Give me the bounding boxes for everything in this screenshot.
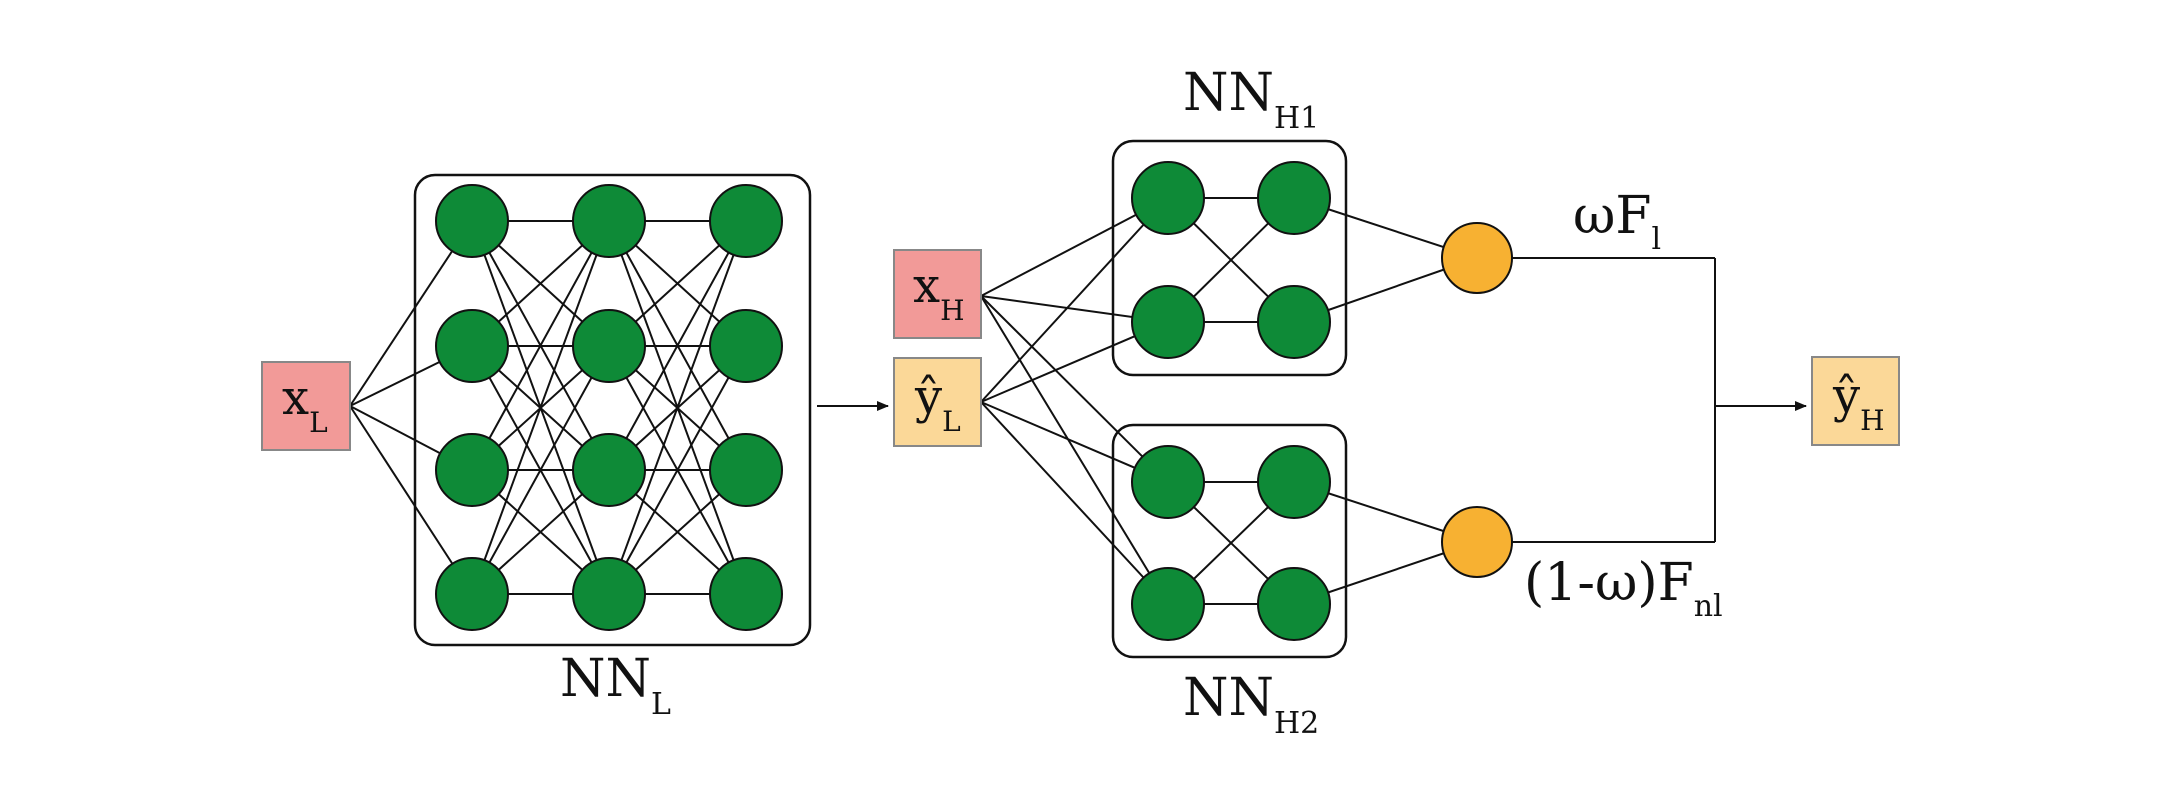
neurons: [435, 161, 1513, 641]
nn-l-neuron-2-0: [709, 184, 783, 258]
svg-text:xH: xH: [913, 258, 965, 327]
nn-l-neuron-1-2: [572, 433, 646, 507]
nn-l-label: NNL: [560, 649, 671, 722]
nn-l-neuron-1-1: [572, 309, 646, 383]
nn-h2-label: NNH2: [1183, 668, 1319, 741]
nn-h2-neuron-1-0: [1257, 445, 1331, 519]
nn-h2-neuron-0-0: [1131, 445, 1205, 519]
nn-h1-neuron-1-1: [1257, 285, 1331, 359]
nn-h1-label: NNH1: [1183, 63, 1319, 136]
edge-nnl-internal: [471, 345, 610, 595]
nonlinear-term-label: (1-ω)Fnl: [1524, 553, 1723, 624]
nn-l-neuron-0-2: [435, 433, 509, 507]
y-h-sub: H: [1860, 404, 1884, 437]
nn-l-neuron-1-0: [572, 184, 646, 258]
y-l-sub: L: [942, 405, 961, 438]
nn-h1-neuron-1-0: [1257, 161, 1331, 235]
nn-l-neuron-2-1: [709, 309, 783, 383]
edge-xl-to-nnl: [349, 405, 473, 595]
nn-l-neuron-0-1: [435, 309, 509, 383]
merge-neuron-linear: [1441, 222, 1513, 294]
y-h-output-box: ŷH: [1811, 356, 1900, 446]
svg-text:ŷL: ŷL: [914, 369, 961, 438]
merge-neuron-nonlinear: [1441, 506, 1513, 578]
edge-input-to-nnh: [980, 197, 1169, 403]
edge-nnl-internal: [608, 220, 747, 471]
y-h-main: ŷ: [1832, 368, 1860, 424]
nn-h1-neuron-0-0: [1131, 161, 1205, 235]
x-h-sub: H: [940, 294, 964, 327]
svg-text:ŷH: ŷH: [1832, 368, 1885, 437]
edge-nnl-internal: [471, 220, 610, 595]
edge-nnl-internal: [471, 220, 610, 471]
svg-text:xL: xL: [282, 370, 328, 439]
linear-term-label: ωFl: [1573, 186, 1661, 257]
edge-nnl-internal: [608, 345, 747, 595]
edge-nnl-internal: [608, 220, 747, 595]
x-l-main: x: [282, 370, 309, 426]
x-h-main: x: [913, 258, 940, 314]
connection-edges: [349, 197, 1807, 605]
y-l-main: ŷ: [914, 369, 942, 425]
nn-l-neuron-0-3: [435, 557, 509, 631]
nn-h1-container: [1111, 139, 1348, 377]
nn-l-neuron-2-3: [709, 557, 783, 631]
nn-h2-neuron-1-1: [1257, 567, 1331, 641]
nn-l-container: [413, 173, 812, 647]
x-l-input-box: xL: [261, 361, 351, 451]
nn-h1-neuron-0-1: [1131, 285, 1205, 359]
nn-l-neuron-1-3: [572, 557, 646, 631]
x-l-sub: L: [309, 406, 328, 439]
nn-l-neuron-0-0: [435, 184, 509, 258]
nn-h2-neuron-0-1: [1131, 567, 1205, 641]
x-h-input-box: xH: [893, 249, 982, 339]
nn-h2-container: [1111, 423, 1348, 659]
edge-input-to-nnh: [980, 401, 1169, 605]
edge-input-to-nnh: [980, 295, 1169, 483]
y-l-box: ŷL: [893, 357, 982, 447]
edge-input-to-nnh: [980, 295, 1169, 605]
nn-l-neuron-2-2: [709, 433, 783, 507]
